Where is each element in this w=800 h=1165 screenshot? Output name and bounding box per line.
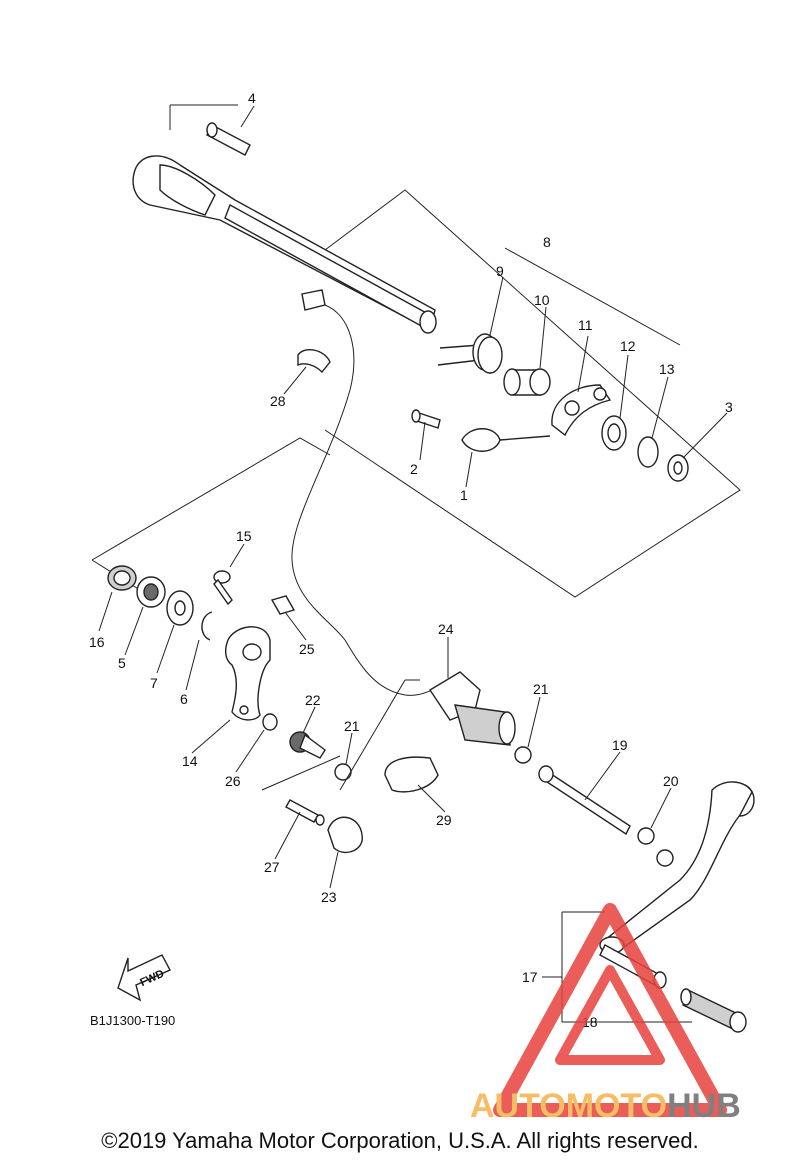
frame-lower-box: [91, 437, 331, 561]
diagram-code: B1J1300-T190: [90, 1013, 175, 1028]
part-7-washer: [166, 590, 194, 626]
callout-19: 19: [612, 737, 628, 753]
part-14-arm: [224, 626, 271, 721]
callout-27: 27: [264, 859, 280, 875]
part-20-nut: [637, 827, 655, 845]
part-29-cover: [384, 756, 439, 793]
callout-25: 25: [299, 641, 315, 657]
callout-21-right: 21: [533, 681, 549, 697]
part-17-shift-pedal: [599, 781, 755, 989]
callout-6: 6: [180, 691, 188, 707]
callout-15: 15: [236, 528, 252, 544]
part-3-washer: [667, 454, 689, 482]
callout-23: 23: [321, 889, 337, 905]
callout-9: 9: [496, 263, 504, 279]
part-28-clamp: [297, 348, 331, 374]
callout-labels: 4 8 9 10 11 12 13 3 28 2 1 15 16 5 7 6 2…: [89, 90, 733, 1030]
leader-lines: [98, 105, 728, 1023]
part-4-bolt: [206, 122, 251, 156]
part-21-nut-right: [514, 746, 532, 764]
part-26-washer: [262, 713, 278, 731]
callout-26: 26: [225, 773, 241, 789]
callout-24: 24: [438, 621, 454, 637]
part-12-washer: [601, 415, 627, 451]
part-5-seal: [136, 576, 166, 608]
sensor-cable: [291, 289, 441, 696]
part-10-collar: [503, 368, 551, 396]
callout-7: 7: [150, 675, 158, 691]
callout-14: 14: [182, 753, 198, 769]
watermark-logo: AUTOMOTOHUB: [470, 903, 741, 1125]
part-2-bolt: [411, 409, 441, 429]
callout-4: 4: [248, 90, 256, 106]
svg-text:AUTOMOTOHUB: AUTOMOTOHUB: [470, 1087, 741, 1125]
part-19-rod: [538, 765, 631, 836]
part-13-circlip: [637, 436, 659, 468]
part-21-nut-left: [334, 763, 352, 781]
callout-17: 17: [522, 969, 538, 985]
callout-21-left: 21: [344, 718, 360, 734]
part-27-bolt: [285, 799, 325, 826]
callout-16: 16: [89, 634, 105, 650]
copyright-notice: ©2019 Yamaha Motor Corporation, U.S.A. A…: [101, 1128, 699, 1153]
callout-3: 3: [725, 399, 733, 415]
part-11-lever: [551, 384, 612, 437]
part-24-sensor-unit: [429, 671, 516, 746]
watermark-auto: AUTO: [470, 1087, 566, 1125]
part-22-ball-joint: [289, 731, 326, 759]
callout-11: 11: [578, 317, 593, 333]
callout-8: 8: [543, 234, 551, 250]
part-23-cap: [327, 816, 363, 853]
part-9-spring: [437, 333, 503, 374]
part-18-rubber: [680, 988, 747, 1033]
callout-22: 22: [305, 692, 321, 708]
frame-8-bar: [504, 247, 681, 346]
callout-1: 1: [460, 487, 468, 503]
callout-12: 12: [620, 338, 636, 354]
part-16-bearing: [107, 565, 137, 591]
shift-shaft: [132, 155, 437, 334]
watermark-moto: MOTO: [566, 1087, 667, 1125]
frame-upper-box: [324, 189, 741, 598]
watermark-triangle-icon: [493, 903, 727, 1117]
part-25-nut: [270, 595, 296, 615]
callout-5: 5: [118, 655, 126, 671]
callout-10: 10: [534, 292, 550, 308]
watermark-hub: HUB: [667, 1087, 741, 1125]
callout-2: 2: [410, 461, 418, 477]
callout-13: 13: [659, 361, 675, 377]
callout-28: 28: [270, 393, 286, 409]
callout-20: 20: [663, 773, 679, 789]
part-15-bolt: [213, 570, 233, 606]
fwd-arrow-icon: FWD: [117, 954, 171, 1002]
callout-29: 29: [436, 812, 452, 828]
part-1-spring: [461, 428, 551, 452]
part-6-circlip: [201, 611, 213, 641]
